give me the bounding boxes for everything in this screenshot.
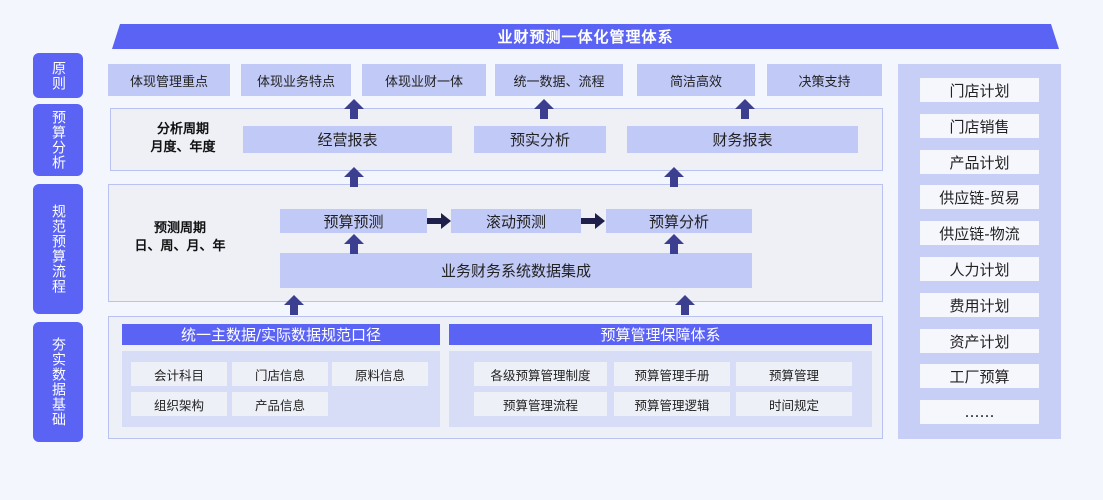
principle-box: 决策支持 [767,64,882,96]
side-label-budget-process: 规范预算流程 [33,184,83,314]
up-arrow-icon [675,295,695,315]
up-arrow-icon [284,295,304,315]
plan-item: …… [920,400,1039,424]
plan-item: 供应链-贸易 [920,185,1039,209]
flow-step-budget-analysis: 预算分析 [606,209,752,233]
right-arrow-icon [581,213,605,229]
budget-assurance-item: 预算管理流程 [474,392,607,416]
plan-item: 资产计划 [920,329,1039,353]
master-data-item: 会计科目 [131,362,227,386]
master-data-item: 门店信息 [232,362,328,386]
side-label-data-foundation: 夯实数据基础 [33,322,83,442]
plan-item: 供应链-物流 [920,221,1039,245]
plan-item: 工厂预算 [920,364,1039,388]
forecast-period-label: 预测周期 日、周、月、年 [134,221,226,254]
side-label-budget-analysis: 预算分析 [33,104,83,176]
principle-box: 体现管理重点 [108,64,230,96]
up-arrow-icon [344,167,364,187]
budget-assurance-item: 预算管理逻辑 [614,392,730,416]
flow-step-budget-forecast: 预算预测 [280,209,427,233]
principle-box: 简洁高效 [637,64,755,96]
analysis-item-operating-report: 经营报表 [243,126,452,153]
right-arrow-icon [427,213,451,229]
analysis-period-label: 分析周期 月度、年度 [150,122,216,155]
plan-item: 费用计划 [920,293,1039,317]
up-arrow-icon [344,99,364,119]
plan-item: 门店销售 [920,114,1039,138]
master-data-header: 统一主数据/实际数据规范口径 [122,324,440,345]
diagram-title: 业财预测一体化管理体系 [497,28,674,46]
budget-assurance-item: 预算管理手册 [614,362,730,386]
plan-item: 门店计划 [920,78,1039,102]
principle-box: 体现业务特点 [241,64,351,96]
system-data-integration: 业务财务系统数据集成 [280,253,752,288]
budget-assurance-item: 预算管理 [736,362,852,386]
budget-assurance-header: 预算管理保障体系 [449,324,872,345]
up-arrow-icon [344,234,364,254]
budget-assurance-item: 时间规定 [736,392,852,416]
master-data-item: 产品信息 [232,392,328,416]
master-data-item: 原料信息 [332,362,428,386]
analysis-item-financial-report: 财务报表 [627,126,858,153]
up-arrow-icon [664,234,684,254]
principle-box: 统一数据、流程 [495,64,623,96]
side-label-principles: 原则 [33,53,83,98]
budget-assurance-item: 各级预算管理制度 [474,362,607,386]
up-arrow-icon [735,99,755,119]
title-banner: 业财预测一体化管理体系 [112,24,1059,49]
flow-step-rolling-forecast: 滚动预测 [451,209,581,233]
principle-box: 体现业财一体 [362,64,486,96]
plan-item: 人力计划 [920,257,1039,281]
up-arrow-icon [534,99,554,119]
master-data-item: 组织架构 [131,392,227,416]
plan-item: 产品计划 [920,150,1039,174]
up-arrow-icon [664,167,684,187]
analysis-item-budget-vs-actual: 预实分析 [474,126,606,153]
